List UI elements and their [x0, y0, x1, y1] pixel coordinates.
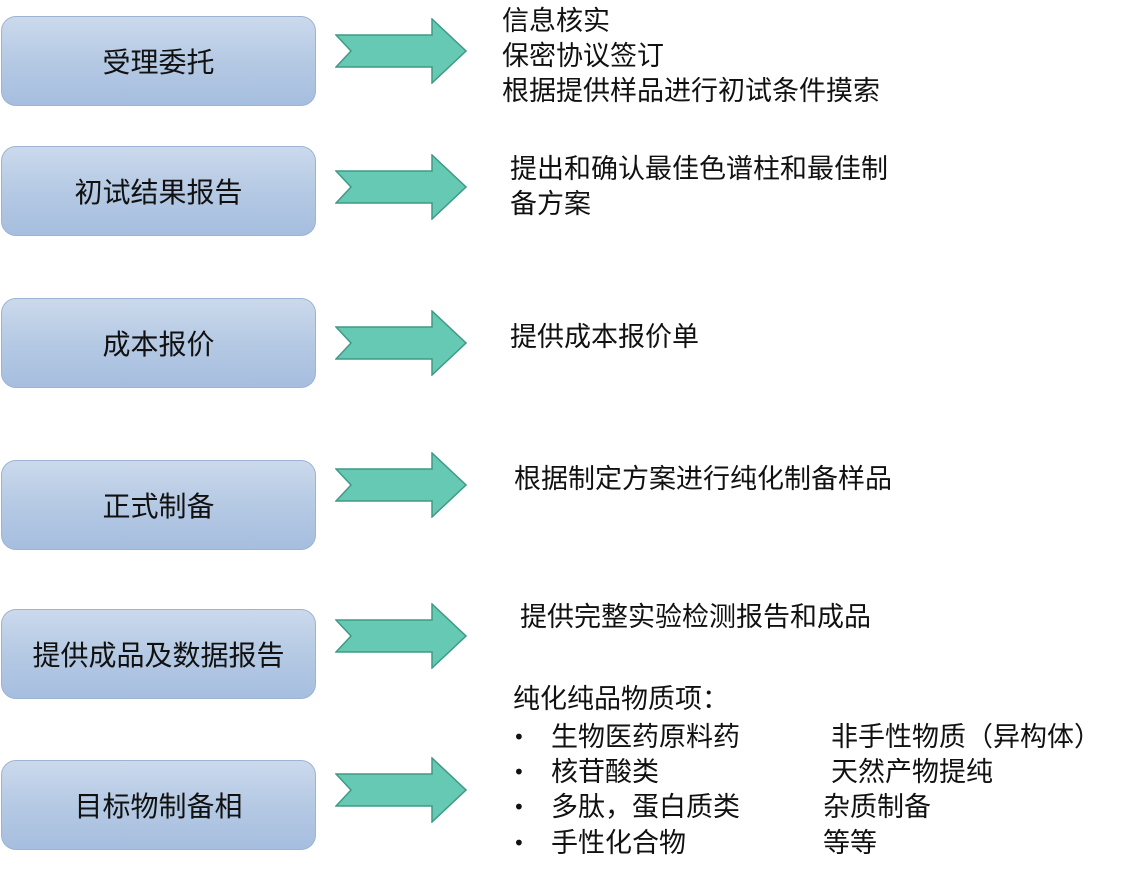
step-label: 成本报价 [102, 328, 215, 361]
step-description: 提出和确认最佳色谱柱和最佳制 备方案 [510, 152, 888, 222]
purification-item: 等等 [823, 828, 877, 859]
step-box-accept-commission: 受理委托 [1, 16, 316, 106]
right-arrow-icon [335, 452, 467, 518]
right-arrow-icon [335, 310, 467, 376]
step-box-deliver-product-report: 提供成品及数据报告 [1, 609, 316, 699]
step-label: 正式制备 [102, 490, 215, 523]
step-description: 根据制定方案进行纯化制备样品 [514, 462, 892, 497]
step-label: 目标物制备相 [74, 790, 243, 823]
description-line: 提供完整实验检测报告和成品 [520, 602, 871, 633]
step-description: 提供完整实验检测报告和成品 [520, 600, 871, 635]
description-line: 提供成本报价单 [510, 322, 699, 353]
purification-item: 生物医药原料药 [551, 722, 740, 753]
bullet-icon: • [513, 760, 525, 784]
step-box-formal-preparation: 正式制备 [1, 460, 316, 550]
bullet-icon: • [513, 831, 525, 855]
description-line: 信息核实 [502, 6, 610, 37]
bullet-icon: • [513, 725, 525, 749]
purification-item: 非手性物质（异构体） [831, 722, 1101, 753]
step-label: 提供成品及数据报告 [32, 639, 285, 672]
step-description: 提供成本报价单 [510, 320, 699, 355]
description-line: 保密协议签订 [502, 41, 664, 72]
right-arrow-icon [335, 757, 467, 823]
purification-item: 多肽，蛋白质类 [551, 792, 740, 823]
step-box-cost-quote: 成本报价 [1, 298, 316, 388]
step-label: 初试结果报告 [74, 176, 243, 209]
bullet-icon: • [513, 795, 525, 819]
purification-item: 手性化合物 [551, 828, 686, 859]
step-box-target-preparation: 目标物制备相 [1, 760, 316, 850]
right-arrow-icon [335, 154, 467, 220]
purification-item: 天然产物提纯 [831, 757, 993, 788]
description-line: 根据制定方案进行纯化制备样品 [514, 464, 892, 495]
right-arrow-icon [335, 603, 467, 669]
description-line: 备方案 [510, 189, 591, 220]
purification-heading: 纯化纯品物质项： [513, 684, 729, 715]
description-line: 根据提供样品进行初试条件摸索 [502, 76, 880, 107]
step-description: 信息核实 保密协议签订 根据提供样品进行初试条件摸索 [502, 4, 880, 109]
step-label: 受理委托 [102, 46, 215, 79]
purification-item: 杂质制备 [823, 792, 931, 823]
right-arrow-icon [335, 18, 467, 84]
purification-item: 核苷酸类 [551, 757, 659, 788]
step-box-initial-test-report: 初试结果报告 [1, 146, 316, 236]
description-line: 提出和确认最佳色谱柱和最佳制 [510, 154, 888, 185]
